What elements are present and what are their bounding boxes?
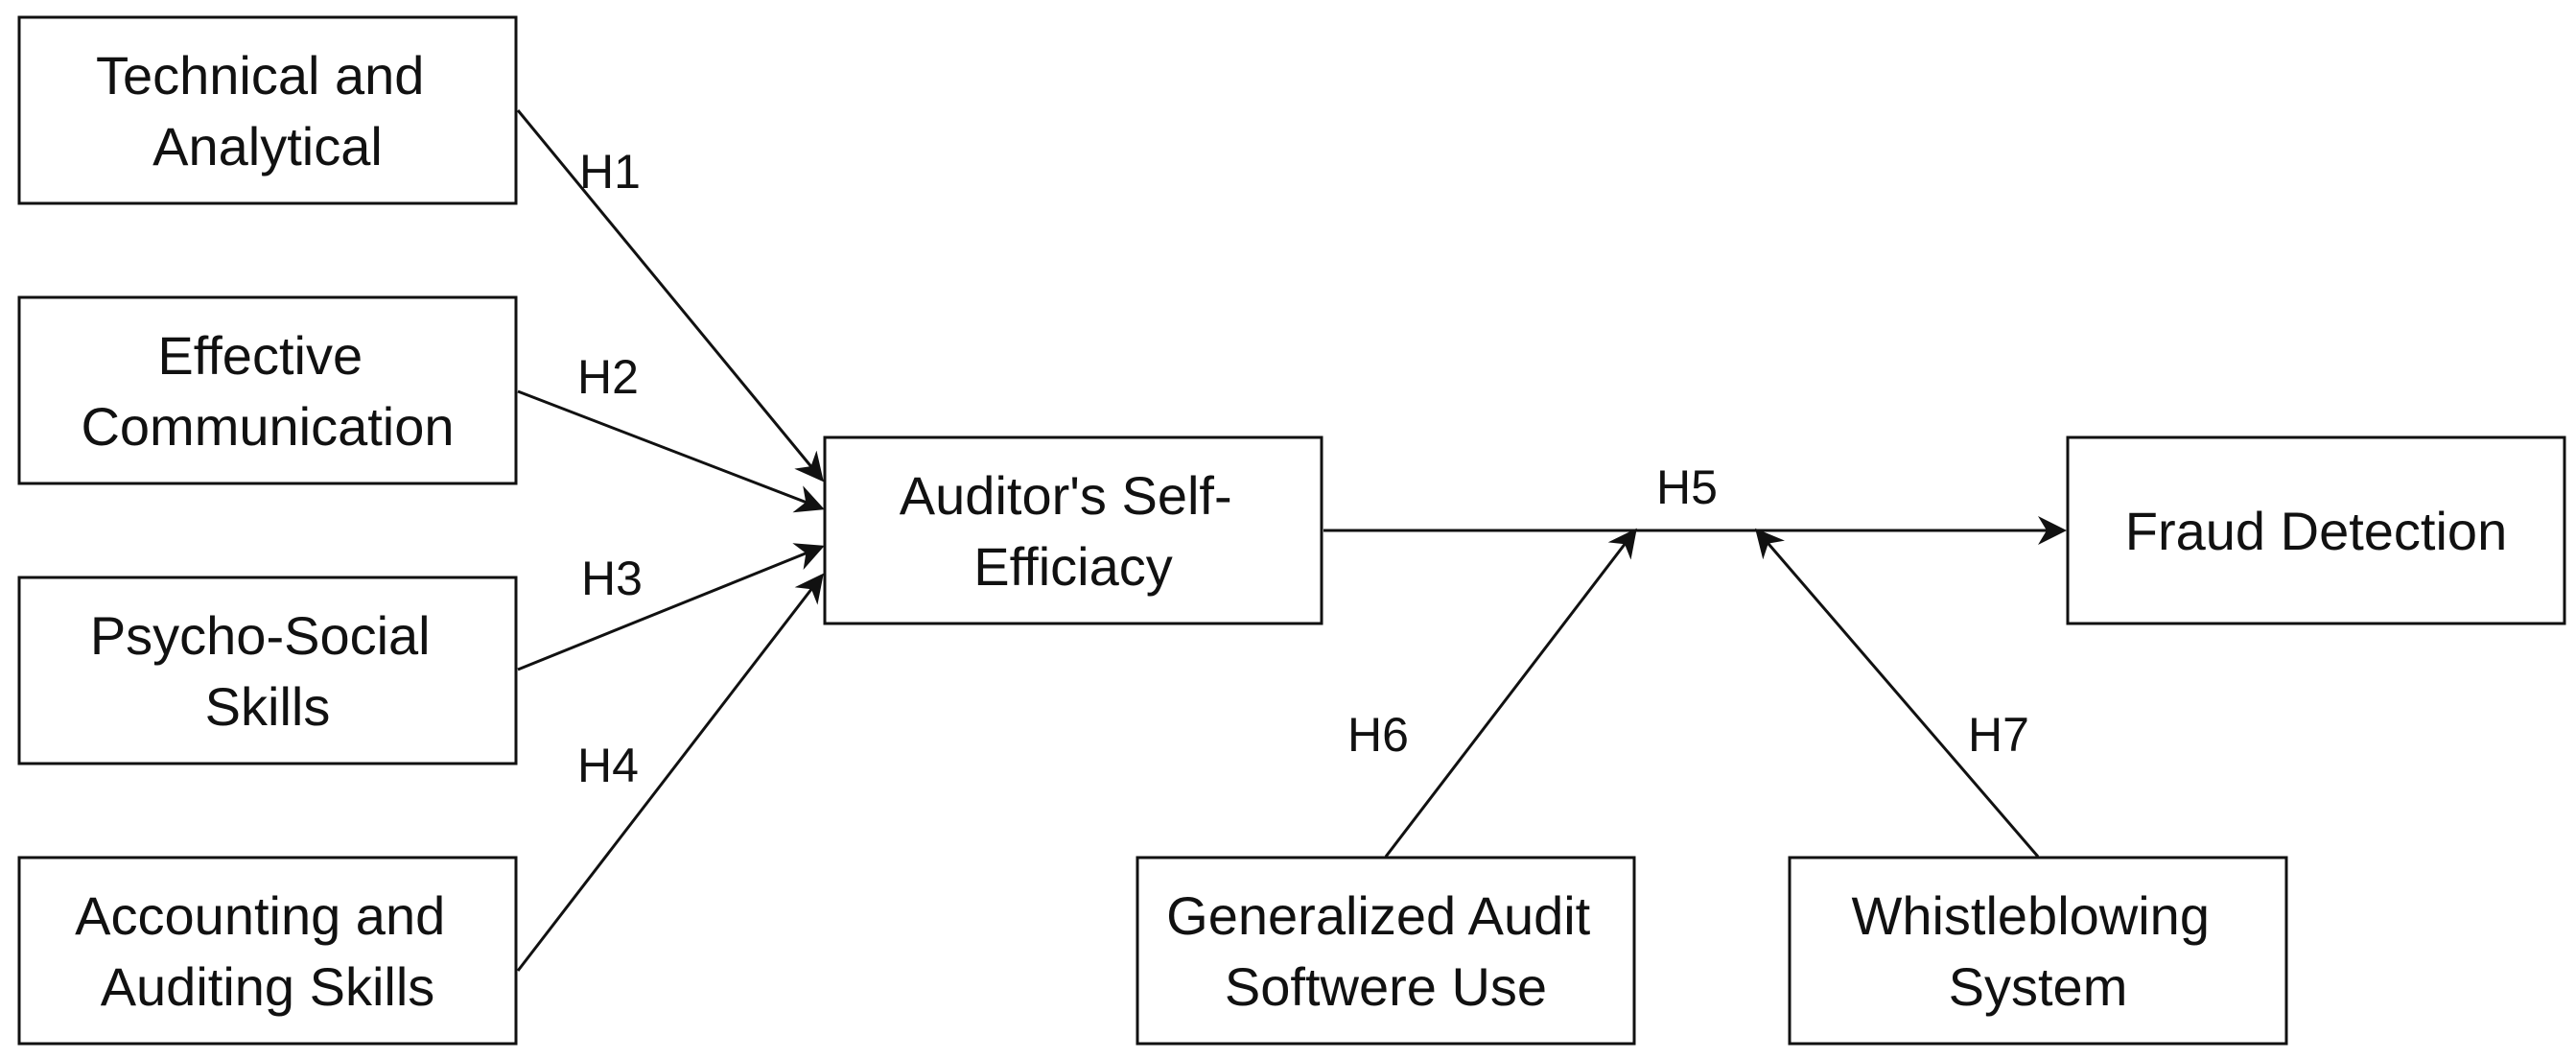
node-text-line: Psycho-Social bbox=[90, 605, 431, 666]
svg-text:Effective Communication: Effective Communication bbox=[81, 325, 454, 457]
node-text-line: Effective bbox=[157, 325, 363, 386]
node-text-line: Auditor's Self- bbox=[900, 465, 1232, 526]
node-text-line: Technical and bbox=[96, 45, 424, 106]
edge-h1 bbox=[516, 109, 824, 482]
svg-text:Generalized Audit Softwe: Generalized Audit Softwere Use bbox=[1166, 885, 1605, 1017]
edge-h7 bbox=[1755, 528, 2040, 858]
edge-label-h5: H5 bbox=[1656, 460, 1718, 514]
svg-text:Auditor's Self- Efficiac: Auditor's Self- Efficiacy bbox=[900, 465, 1247, 597]
edges bbox=[516, 109, 2067, 972]
node-effective-communication: Effective Communication bbox=[17, 295, 518, 485]
node-auditors-self-efficiacy: Auditor's Self- Efficiacy bbox=[823, 435, 1323, 625]
node-fraud-detection: Fraud Detection bbox=[2066, 435, 2566, 625]
node-text-line: Whistleblowing bbox=[1851, 885, 2210, 946]
node-text-line: Generalized Audit bbox=[1166, 885, 1591, 946]
node-text-line: Accounting and bbox=[75, 885, 445, 946]
node-text-line: Softwere Use bbox=[1225, 956, 1547, 1017]
node-psycho-social-skills: Psycho-Social Skills bbox=[17, 576, 518, 765]
svg-text:Accounting and Auditing: Accounting and Auditing Skills bbox=[75, 885, 460, 1017]
edge-h3 bbox=[517, 543, 825, 671]
edge-label-h2: H2 bbox=[577, 350, 639, 404]
node-text-line: Auditing Skills bbox=[101, 956, 435, 1017]
node-text-line: System bbox=[1949, 956, 2128, 1017]
edge-labels: H1 H2 H3 H4 H5 H6 H7 bbox=[577, 145, 2029, 792]
edge-label-h1: H1 bbox=[579, 145, 641, 199]
svg-text:Whistleblowing System: Whistleblowing System bbox=[1851, 885, 2224, 1017]
edge-h2 bbox=[517, 389, 825, 513]
edge-h4 bbox=[516, 573, 824, 972]
node-generalized-audit-softwere-use: Generalized Audit Softwere Use bbox=[1136, 856, 1636, 1046]
node-whistleblowing-system: Whistleblowing System bbox=[1788, 856, 2288, 1046]
edge-label-h4: H4 bbox=[577, 739, 639, 792]
node-accounting-and-auditing-skills: Accounting and Auditing Skills bbox=[17, 856, 518, 1046]
node-text-line: Analytical bbox=[152, 116, 383, 176]
edge-h6 bbox=[1384, 528, 1637, 858]
node-technical-and-analytical: Technical and Analytical bbox=[17, 15, 518, 205]
svg-text:Fraud Detection: Fraud Detection bbox=[2125, 501, 2507, 561]
svg-text:Technical and Analytical: Technical and Analytical bbox=[96, 45, 439, 176]
edge-label-h6: H6 bbox=[1347, 708, 1409, 762]
edge-label-h7: H7 bbox=[1968, 708, 2029, 762]
node-text-line: Fraud Detection bbox=[2125, 501, 2507, 561]
svg-text:Psycho-Social Skills: Psycho-Social Skills bbox=[90, 605, 445, 737]
edge-label-h3: H3 bbox=[581, 552, 643, 605]
node-text-line: Skills bbox=[205, 676, 331, 737]
node-text-line: Efficiacy bbox=[973, 536, 1172, 597]
node-text-line: Communication bbox=[81, 396, 454, 457]
